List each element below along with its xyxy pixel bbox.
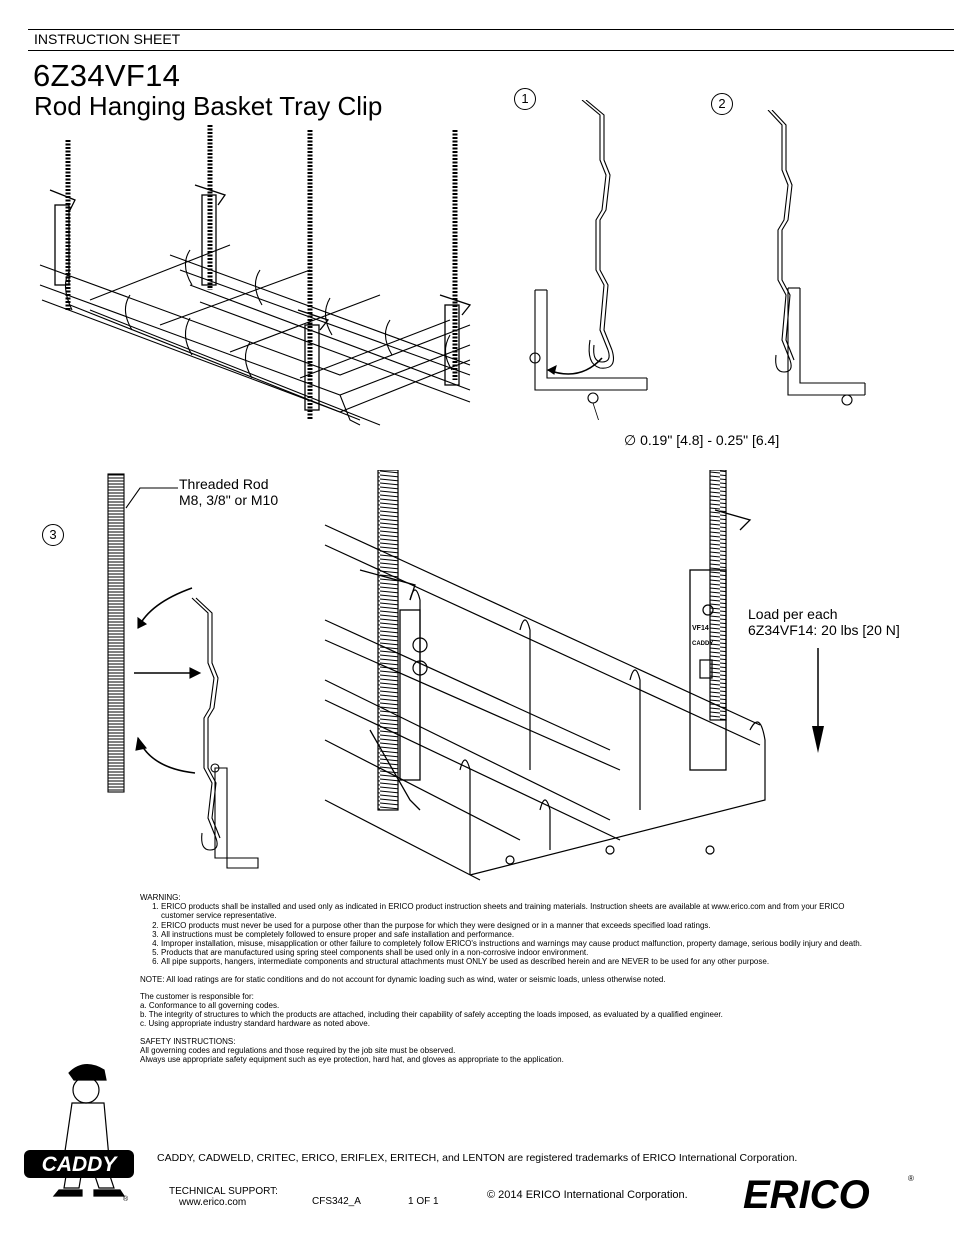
customer-responsibility-heading: The customer is responsible for:	[140, 991, 254, 1001]
tray-overview-illustration	[39, 125, 472, 426]
page-number: 1 OF 1	[408, 1196, 439, 1207]
technical-support-label: TECHNICAL SUPPORT:	[169, 1186, 278, 1197]
step-3-illustration	[107, 473, 259, 869]
step-1-marker: 1	[514, 88, 536, 110]
safety-item: Always use appropriate safety equipment …	[140, 1055, 564, 1065]
warning-heading: WARNING:	[140, 893, 181, 902]
header-rule	[28, 50, 954, 51]
warning-item: Products that are manufactured using spr…	[161, 948, 870, 957]
customer-responsibility-item: c. Using appropriate industry standard h…	[140, 1019, 370, 1029]
warning-block: WARNING: ERICO products shall be install…	[140, 893, 870, 1064]
step-2-marker: 2	[711, 93, 733, 115]
clip-marking-brand: CADDY	[692, 641, 713, 647]
part-number: 6Z34VF14	[33, 58, 181, 93]
warning-item: All pipe supports, hangers, intermediate…	[161, 957, 870, 966]
diameter-symbol: ∅	[624, 432, 637, 448]
hanger-diameter-callout: ∅ 0.19" [4.8] - 0.25" [6.4]	[624, 432, 779, 448]
threaded-rod	[65, 125, 458, 420]
warning-item: ERICO products shall be installed and us…	[161, 902, 870, 920]
basket-tray-clip	[359, 509, 752, 811]
caddy-registered-mark: ®	[123, 1196, 129, 1203]
step-1-illustration	[529, 100, 648, 420]
load-direction-arrow	[812, 648, 824, 753]
warning-list: ERICO products shall be installed and us…	[140, 902, 870, 966]
copyright-notice: © 2014 ERICO International Corporation.	[487, 1189, 688, 1201]
load-rating-value: 6Z34VF14: 20 lbs [20 N]	[748, 622, 900, 638]
document-type-label: INSTRUCTION SHEET	[34, 31, 181, 47]
basket-tray-clip	[49, 184, 472, 411]
caddy-mascot-logo: CADDY	[24, 1064, 134, 1197]
step-3-marker: 3	[42, 524, 64, 546]
warning-item: ERICO products must never be used for a …	[161, 921, 870, 930]
hanger-diameter-range: 0.19" [4.8] - 0.25" [6.4]	[640, 432, 780, 448]
erico-logo: ERICO	[743, 1173, 870, 1214]
threaded-rod-sizes: M8, 3/8" or M10	[179, 492, 279, 508]
load-rating-callout: Load per each 6Z34VF14: 20 lbs [20 N]	[748, 606, 900, 638]
safety-item: All governing codes and regulations and …	[140, 1045, 456, 1055]
threaded-rod	[709, 470, 727, 721]
customer-responsibility-item: a. Conformance to all governing codes.	[140, 1001, 280, 1011]
warning-item: All instructions must be completely foll…	[161, 930, 870, 939]
caddy-logo-text: CADDY	[42, 1153, 119, 1176]
top-rule	[28, 29, 954, 30]
threaded-rod	[107, 473, 125, 793]
safety-heading: SAFETY INSTRUCTIONS:	[140, 1036, 236, 1046]
technical-support-url[interactable]: www.erico.com	[179, 1197, 247, 1208]
trademark-notice: CADDY, CADWELD, CRITEC, ERICO, ERIFLEX, …	[157, 1152, 798, 1164]
warning-item: Improper installation, misuse, misapplic…	[161, 939, 870, 948]
step-2-illustration	[767, 110, 866, 406]
load-rating-note: NOTE: All load ratings are for static co…	[140, 974, 666, 984]
threaded-rod-callout: Threaded Rod M8, 3/8" or M10	[179, 476, 278, 508]
document-code: CFS342_A	[312, 1196, 361, 1207]
threaded-rod	[377, 470, 399, 811]
installed-clip-detail-illustration: VF14 CADDY	[324, 470, 766, 881]
page-title: Rod Hanging Basket Tray Clip	[34, 91, 383, 121]
erico-registered-mark: ®	[908, 1174, 914, 1183]
erico-logo-text: ERICO	[743, 1173, 870, 1214]
threaded-rod-label: Threaded Rod	[179, 476, 269, 492]
load-rating-label: Load per each	[748, 606, 838, 622]
customer-responsibility-item: b. The integrity of structures to which …	[140, 1010, 723, 1020]
clip-marking-part: VF14	[692, 625, 709, 632]
